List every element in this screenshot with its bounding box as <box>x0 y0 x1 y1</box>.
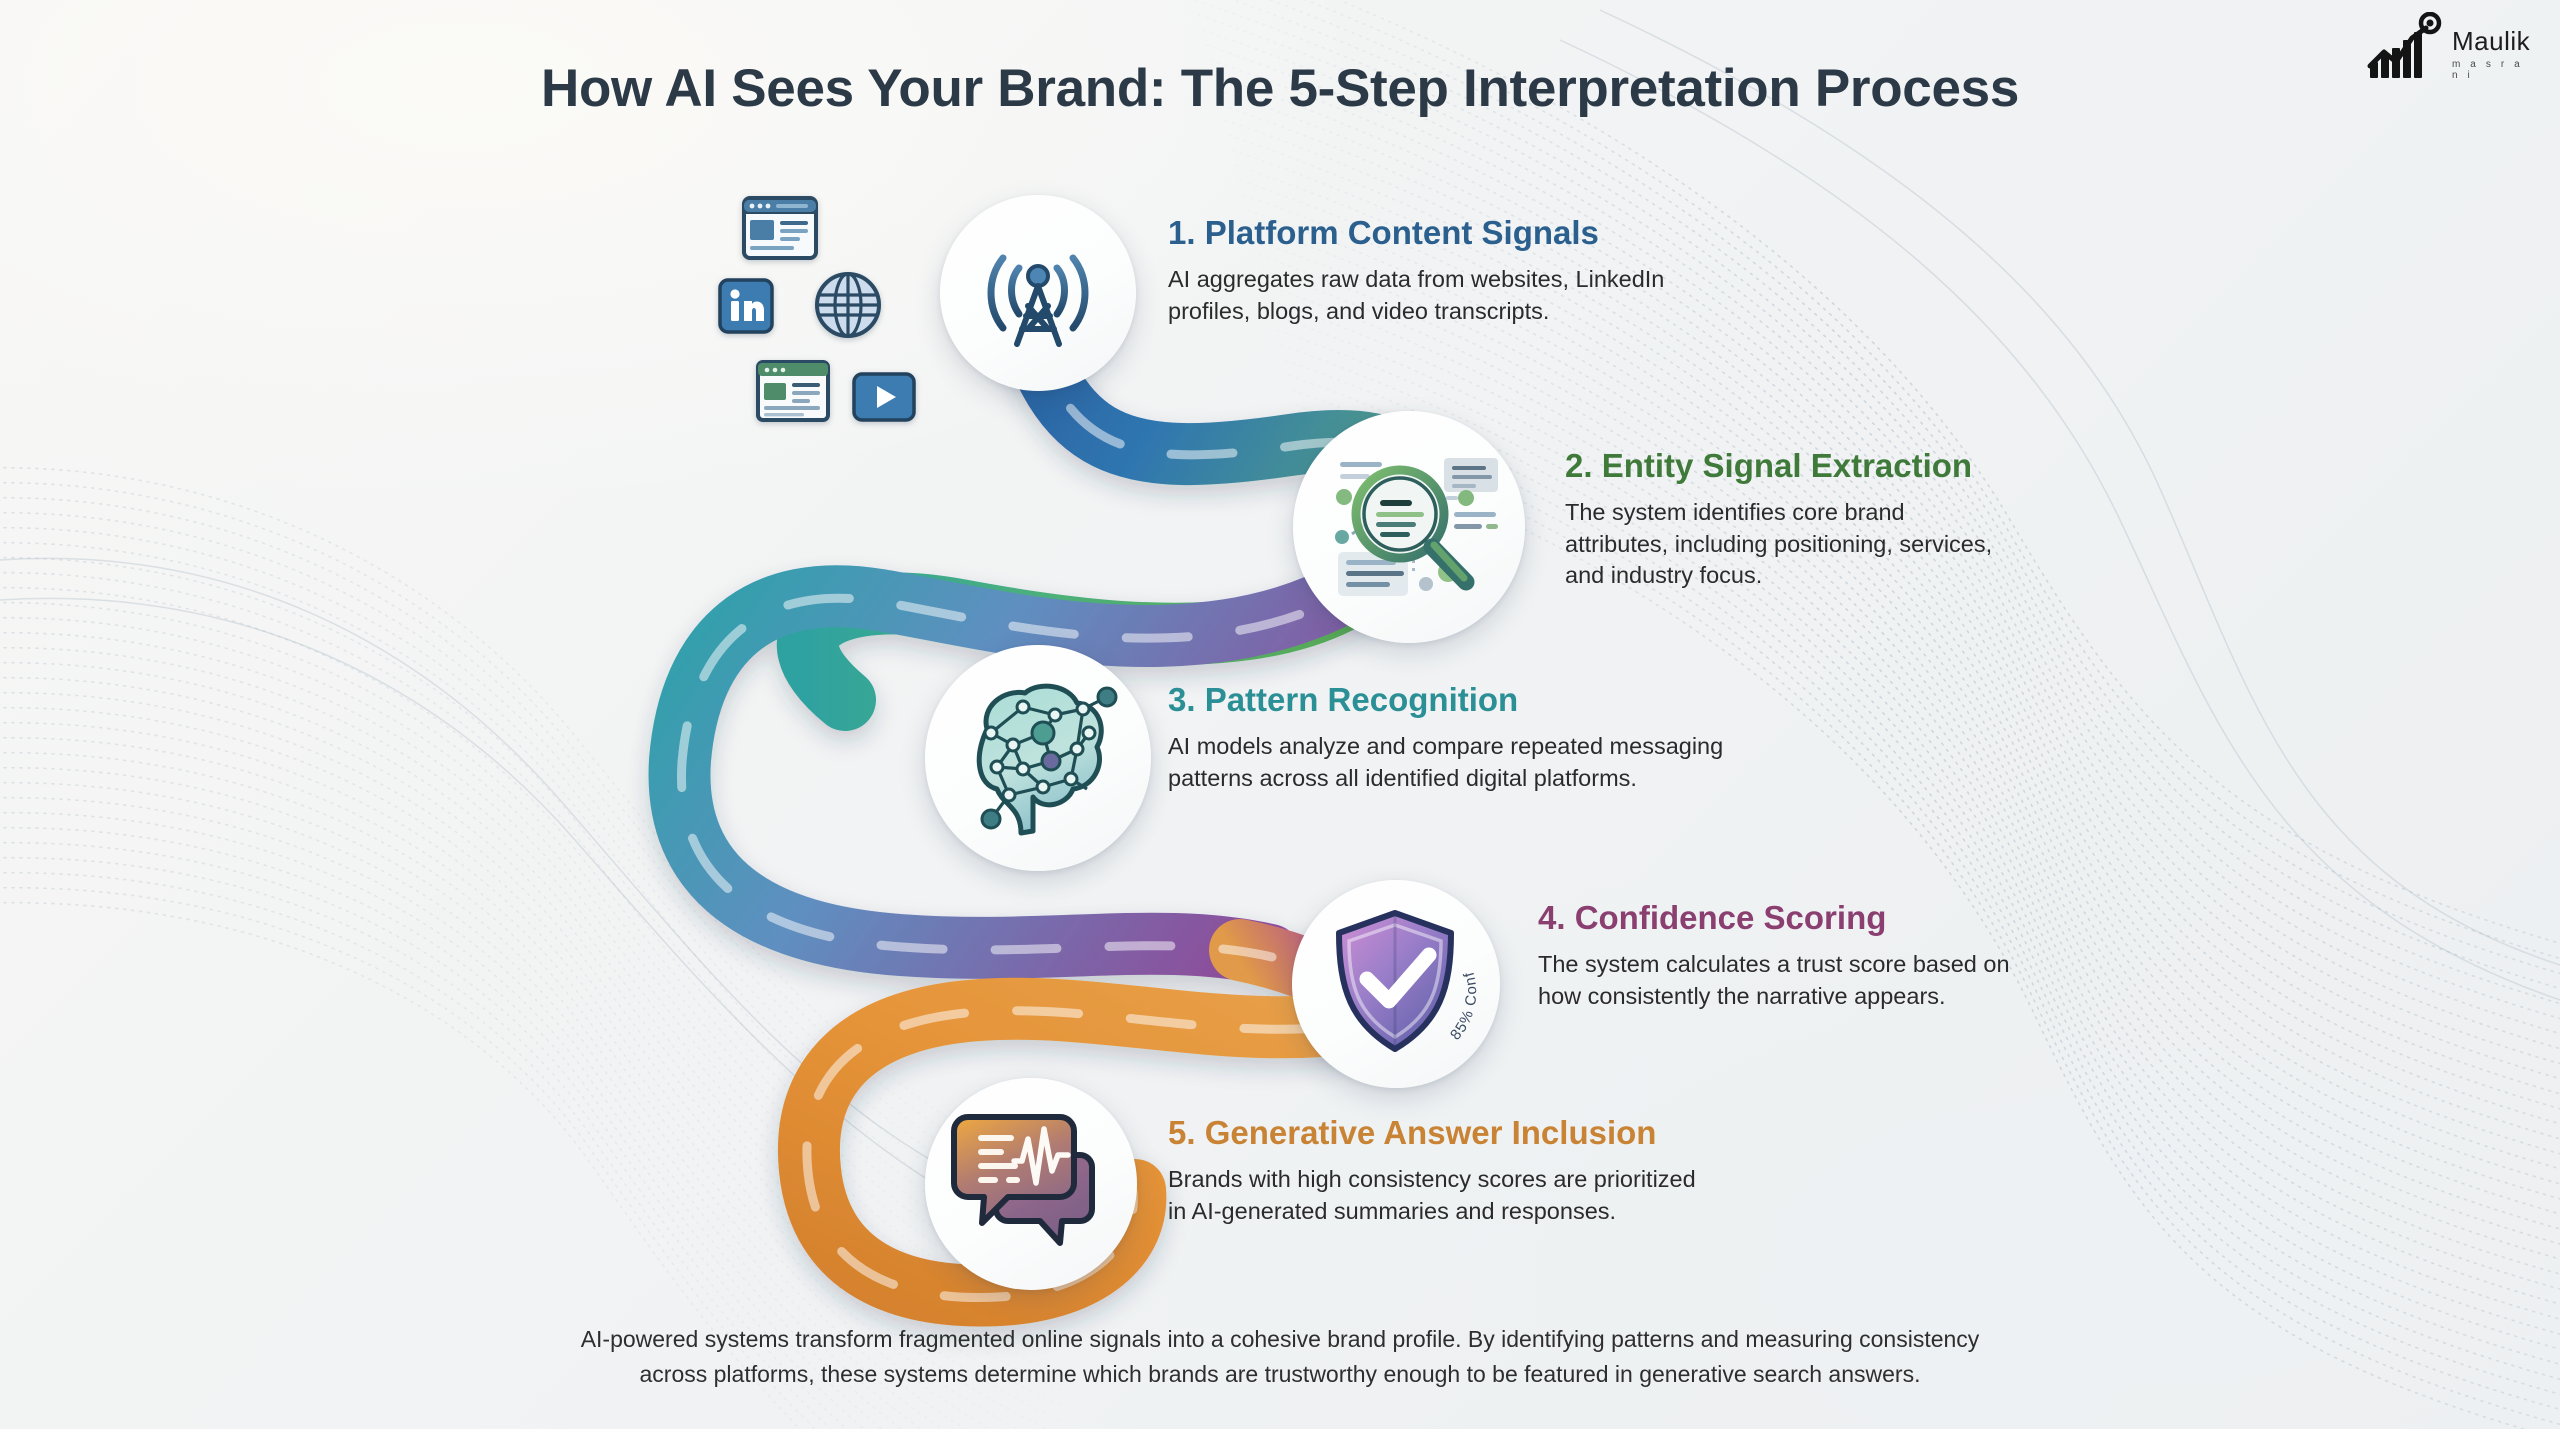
page-title: How AI Sees Your Brand: The 5-Step Inter… <box>540 59 2020 118</box>
platform-icon-cluster <box>718 196 948 436</box>
step-1-title: 1. Platform Content Signals <box>1168 214 1599 251</box>
footer-line-1: AI-powered systems transform fragmented … <box>580 1326 1980 1352</box>
step-3-icon-node[interactable] <box>925 645 1151 871</box>
step-4-title: 4. Confidence Scoring <box>1538 899 1887 936</box>
blog-document-icon <box>756 360 830 422</box>
footer-summary: AI-powered systems transform fragmented … <box>480 1322 2080 1392</box>
step-5-description: Brands with high consistency scores are … <box>1168 1166 1696 1224</box>
step-3-text: 3. Pattern Recognition AI models analyze… <box>1168 681 1848 794</box>
step-3-title: 3. Pattern Recognition <box>1168 681 1519 718</box>
logo-name: Maulik <box>2452 26 2531 56</box>
globe-icon <box>815 272 881 338</box>
step-4-text: 4. Confidence Scoring The system calcula… <box>1538 899 2158 1012</box>
step-2-title: 2. Entity Signal Extraction <box>1565 447 1973 484</box>
step-5-text: 5. Generative Answer Inclusion Brands wi… <box>1168 1114 1868 1227</box>
logo-subtitle: m a s r a n i <box>2452 59 2524 81</box>
step-2-icon-node[interactable] <box>1293 411 1525 643</box>
step-2-text: 2. Entity Signal Extraction The system i… <box>1565 447 2185 591</box>
brand-logo[interactable]: Maulik m a s r a n i <box>2366 11 2536 92</box>
linkedin-icon <box>718 278 774 334</box>
step-1-text: 1. Platform Content Signals AI aggregate… <box>1168 214 1788 327</box>
shield-check-icon: 85% Confidence <box>1305 893 1479 1052</box>
video-play-icon <box>852 372 916 422</box>
step-3-description: AI models analyze and compare repeated m… <box>1168 733 1724 791</box>
step-2-description: The system identifies core brand attribu… <box>1565 499 1993 588</box>
growth-chart-magnifier-logo-icon <box>2367 11 2442 78</box>
browser-window-icon <box>742 196 818 260</box>
step-4-description: The system calculates a trust score base… <box>1538 951 2010 1009</box>
step-5-title: 5. Generative Answer Inclusion <box>1168 1114 1657 1151</box>
neural-brain-network-icon <box>976 683 1118 836</box>
step-1-icon-node[interactable] <box>940 195 1136 391</box>
step-4-icon-node[interactable]: 85% Confidence <box>1292 880 1500 1088</box>
step-5-icon-node[interactable] <box>925 1078 1137 1290</box>
radio-tower-signal-icon <box>987 254 1089 347</box>
magnifying-glass-documents-icon <box>1335 458 1498 596</box>
chat-bubbles-waveform-icon <box>951 1114 1095 1246</box>
step-1-description: AI aggregates raw data from websites, Li… <box>1168 266 1665 324</box>
footer-line-2: across platforms, these systems determin… <box>639 1360 1921 1387</box>
